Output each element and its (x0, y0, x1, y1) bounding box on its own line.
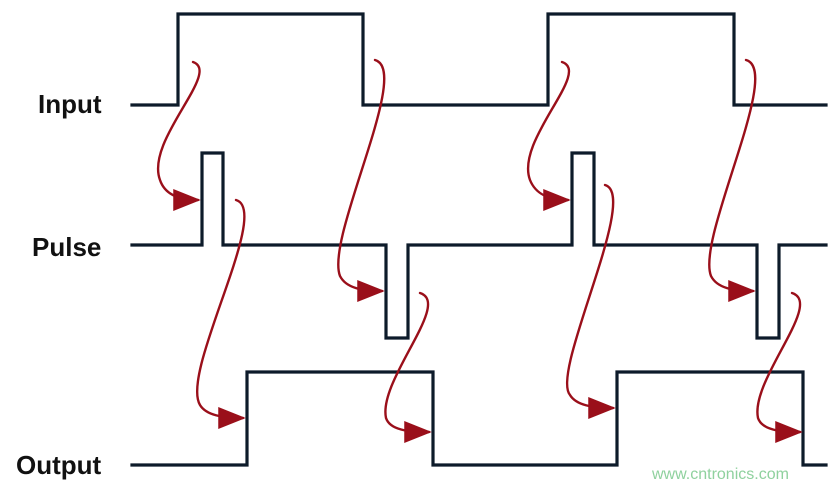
arrow-input-rise-1-to-pulse (156, 60, 201, 211)
arrow-input-rise-2-to-pulse (526, 60, 571, 211)
input-waveform (130, 12, 828, 107)
input-label: Input (38, 89, 102, 119)
arrow-input-fall-2-to-pulse (708, 58, 757, 302)
watermark-text: www.cntronics.com (651, 466, 789, 483)
arrow-pulse-1-to-output-rise (196, 198, 246, 429)
arrow-pulse-3-to-output-rise (565, 183, 616, 419)
arrow-input-fall-1-to-pulse (337, 58, 386, 302)
pulse-label: Pulse (32, 232, 101, 262)
arrow-pulse-4-to-output-fall (756, 291, 803, 443)
arrow-pulse-2-to-output-fall (384, 291, 432, 443)
pulse-waveform (130, 151, 828, 340)
output-label: Output (16, 450, 102, 480)
output-waveform (130, 370, 828, 467)
